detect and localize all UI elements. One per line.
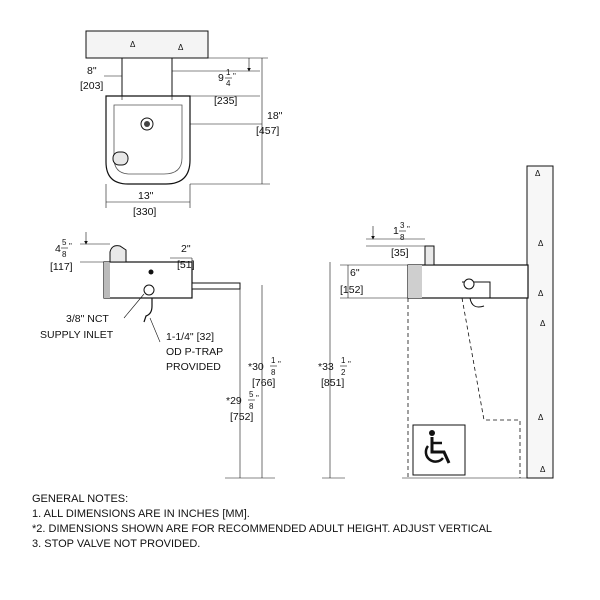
plan-basin-inner [113,104,183,175]
plan-mount-plate [121,57,173,97]
plan-wall [85,30,209,59]
bottom-height-prefix: *29 [226,395,242,407]
plan-view: Δ Δ 8" [203] 9 1 4 " [235] 18" [457] [80,30,283,218]
left-wall-bracket [191,282,241,290]
p-trap [143,298,153,323]
mount-height-unit: " [233,72,236,81]
note-item: 3. STOP VALVE NOT PROVIDED. [32,538,201,550]
plan-drain-center [144,121,150,127]
spout-mm: [851] [321,377,344,389]
note-item: *2. DIMENSIONS SHOWN ARE FOR RECOMMENDED… [32,523,493,535]
rim-height-den: 8 [271,368,276,377]
supply-label-2: SUPPLY INLET [40,329,114,341]
bottom-height-unit: " [256,394,259,403]
bubbler-unit: " [407,225,410,234]
wall-hatch: Δ [538,413,544,422]
spout-num: 1 [341,356,346,365]
bottom-height-mm: [752] [230,411,253,423]
leader-line [123,293,145,319]
body-height-label: 6" [350,267,360,279]
supply-inlet [143,284,155,296]
trap-label-1: 1-1/4" [32] [166,331,214,343]
bubbler-mm: [35] [391,247,409,259]
right-fountain-shade [408,265,422,298]
left-height-den: 8 [62,250,67,259]
mount-height-den: 4 [226,79,231,88]
mount-width-label: 8" [87,65,97,77]
trap-label-3: PROVIDED [166,361,221,373]
plan-wall-hatch: Δ [130,40,136,49]
left-offset-mm: [51] [177,259,195,271]
rim-height-unit: " [278,360,281,369]
wall-hatch: Δ [535,169,541,178]
depth-label: 18" [267,110,283,122]
leader-line [149,317,161,343]
rim-height-mm: [766] [252,377,275,389]
wall-hatch: Δ [540,319,546,328]
mount-height-label: 9 [218,72,224,84]
plan-bubbler [112,151,129,166]
spout-unit: " [348,360,351,369]
bottom-height-den: 8 [249,402,254,411]
width-label: 13" [138,190,154,202]
right-bubbler [424,245,435,266]
rim-height-prefix: *30 [248,361,264,373]
wall-hatch: Δ [538,289,544,298]
left-button [148,269,154,275]
left-height-num: 5 [62,238,67,247]
supply-label-1: 3/8" NCT [66,313,109,325]
side-view-right: Δ Δ Δ Δ Δ Δ 1 3 8 " [35] [318,165,554,479]
right-wall [526,165,554,479]
right-supply [463,278,475,290]
trap-label-2: OD P-TRAP [166,346,223,358]
left-height-unit: " [69,242,72,251]
notes-heading: GENERAL NOTES: [32,493,129,505]
left-height-mm: [117] [50,261,73,273]
left-fountain-shade [104,262,110,298]
body-height-mm: [152] [340,284,363,296]
depth-mm: [457] [256,125,279,137]
mount-height-mm: [235] [214,95,237,107]
width-mm: [330] [133,206,156,218]
left-height-label: 4 [55,243,61,255]
wall-hatch: Δ [540,465,546,474]
bubbler-den: 8 [400,233,405,242]
spout-den: 2 [341,368,346,377]
spout-height-prefix: *33 [318,361,334,373]
general-notes: GENERAL NOTES: 1. ALL DIMENSIONS ARE IN … [32,492,592,552]
accessibility-sign [412,424,466,476]
wall-hatch: Δ [538,239,544,248]
side-view-left: 4 5 8 " [117] 2" [51] 3/8" NCT SUPPLY IN… [40,232,281,479]
bubbler-num: 3 [400,221,405,230]
mount-height-num: 1 [226,68,231,77]
ada-envelope [407,297,521,478]
left-offset-label: 2" [181,243,191,255]
plan-wall-hatch: Δ [178,43,184,52]
bubbler-height-label: 1 [393,225,399,237]
wheelchair-icon [424,430,451,464]
note-item: 1. ALL DIMENSIONS ARE IN INCHES [MM]. [32,508,250,520]
bottom-height-num: 5 [249,390,254,399]
rim-height-num: 1 [271,356,276,365]
mount-width-mm: [203] [80,80,103,92]
left-bubbler [109,245,127,263]
